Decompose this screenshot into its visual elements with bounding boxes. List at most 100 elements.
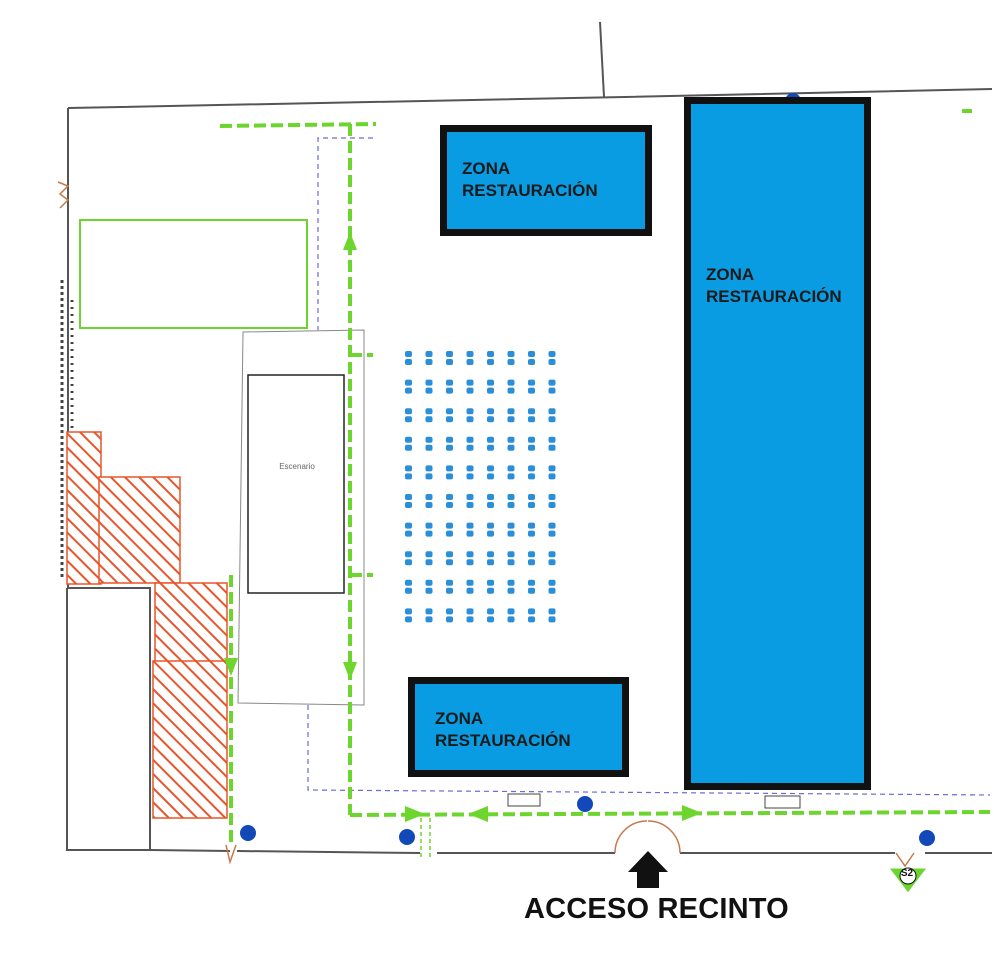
- seat-icon: [548, 551, 556, 566]
- seat-icon: [466, 579, 474, 594]
- seat-icon: [487, 522, 494, 537]
- seat-icon: [487, 551, 494, 566]
- seat-icon: [507, 551, 515, 566]
- venue-walls: [66, 21, 993, 854]
- seat-icon: [487, 494, 494, 508]
- exit-marker-badge: [899, 867, 917, 885]
- fixture: [764, 795, 801, 809]
- seat-icon: [548, 351, 556, 365]
- seat-icon: [528, 551, 535, 566]
- seat-icon: [425, 579, 433, 594]
- seat-icon: [466, 608, 474, 623]
- zone-label-line2: RESTAURACIÓN: [706, 287, 842, 306]
- seat-icon: [507, 608, 515, 623]
- seat-icon: [548, 579, 556, 594]
- seat-icon: [446, 351, 453, 365]
- zone-label-line1: ZONA: [435, 709, 484, 728]
- seat-icon: [528, 608, 535, 623]
- seat-icon: [405, 579, 412, 594]
- seat-icon: [528, 351, 535, 365]
- exit-doors: [225, 818, 915, 868]
- restaurant-zone-top: ZONA RESTAURACIÓN: [440, 125, 652, 236]
- seat-icon: [425, 436, 433, 451]
- seat-icon: [425, 465, 433, 480]
- seat-icon: [466, 379, 474, 394]
- seat-icon: [466, 436, 474, 451]
- seat-icon: [425, 351, 433, 365]
- green-zone: [79, 219, 308, 329]
- seat-icon: [487, 436, 494, 451]
- seat-icon: [466, 551, 474, 566]
- seat-icon: [487, 465, 494, 480]
- seat-icon: [487, 408, 494, 423]
- seat-icon: [446, 408, 453, 423]
- seat-icon: [548, 494, 556, 508]
- seat-icon: [507, 436, 515, 451]
- seat-icon: [446, 579, 453, 594]
- seat-icon: [487, 379, 494, 394]
- fixture: [507, 793, 541, 807]
- seat-icon: [528, 408, 535, 423]
- route-arrows: [224, 232, 702, 822]
- seat-icon: [466, 522, 474, 537]
- seat-icon: [507, 465, 515, 480]
- seat-icon: [528, 436, 535, 451]
- evacuation-route: [219, 109, 991, 845]
- seat-icon: [425, 522, 433, 537]
- seat-icon: [548, 465, 556, 480]
- seat-icon: [507, 379, 515, 394]
- seat-icon: [487, 579, 494, 594]
- seat-icon: [405, 494, 412, 508]
- stage-label: Escenario: [279, 462, 315, 471]
- seating-area: [405, 351, 556, 623]
- seat-icon: [466, 494, 474, 508]
- seat-icon: [405, 522, 412, 537]
- seat-icon: [548, 408, 556, 423]
- seat-icon: [487, 608, 494, 623]
- seat-icon: [446, 608, 453, 623]
- exit-label: S2: [900, 868, 914, 879]
- seat-icon: [528, 494, 535, 508]
- seat-icon: [528, 379, 535, 394]
- restaurant-zone-right: ZONA RESTAURACIÓN: [684, 97, 871, 790]
- seat-icon: [466, 408, 474, 423]
- zone-label-line1: ZONA: [462, 159, 511, 178]
- seat-icon: [425, 551, 433, 566]
- seat-icon: [548, 379, 556, 394]
- seat-icon: [446, 551, 453, 566]
- seat-icon: [405, 465, 412, 480]
- seat-icon: [446, 465, 453, 480]
- seat-icon: [425, 379, 433, 394]
- seat-icon: [466, 465, 474, 480]
- seat-icon: [446, 379, 453, 394]
- seat-icon: [425, 608, 433, 623]
- seat-icon: [405, 551, 412, 566]
- seat-icon: [548, 522, 556, 537]
- access-label: ACCESO RECINTO: [524, 893, 789, 925]
- wall-ticks: [60, 280, 74, 580]
- seat-icon: [405, 408, 412, 423]
- seat-icon: [405, 608, 412, 623]
- side-door-icon: [57, 181, 70, 209]
- seat-icon: [507, 522, 515, 537]
- seat-icon: [446, 436, 453, 451]
- seat-icon: [446, 494, 453, 508]
- seat-icon: [507, 351, 515, 365]
- seat-icon: [425, 494, 433, 508]
- seat-icon: [507, 579, 515, 594]
- seat-icon: [405, 379, 412, 394]
- zone-label-line1: ZONA: [706, 265, 755, 284]
- seat-icon: [507, 494, 515, 508]
- seat-icon: [528, 465, 535, 480]
- seat-icon: [425, 408, 433, 423]
- zone-label-line2: RESTAURACIÓN: [435, 731, 571, 750]
- seat-icon: [446, 522, 453, 537]
- seat-icon: [528, 579, 535, 594]
- seat-icon: [548, 436, 556, 451]
- seat-icon: [507, 408, 515, 423]
- seat-icon: [466, 351, 474, 365]
- seat-icon: [548, 608, 556, 623]
- stage: [247, 374, 345, 594]
- seat-icon: [528, 522, 535, 537]
